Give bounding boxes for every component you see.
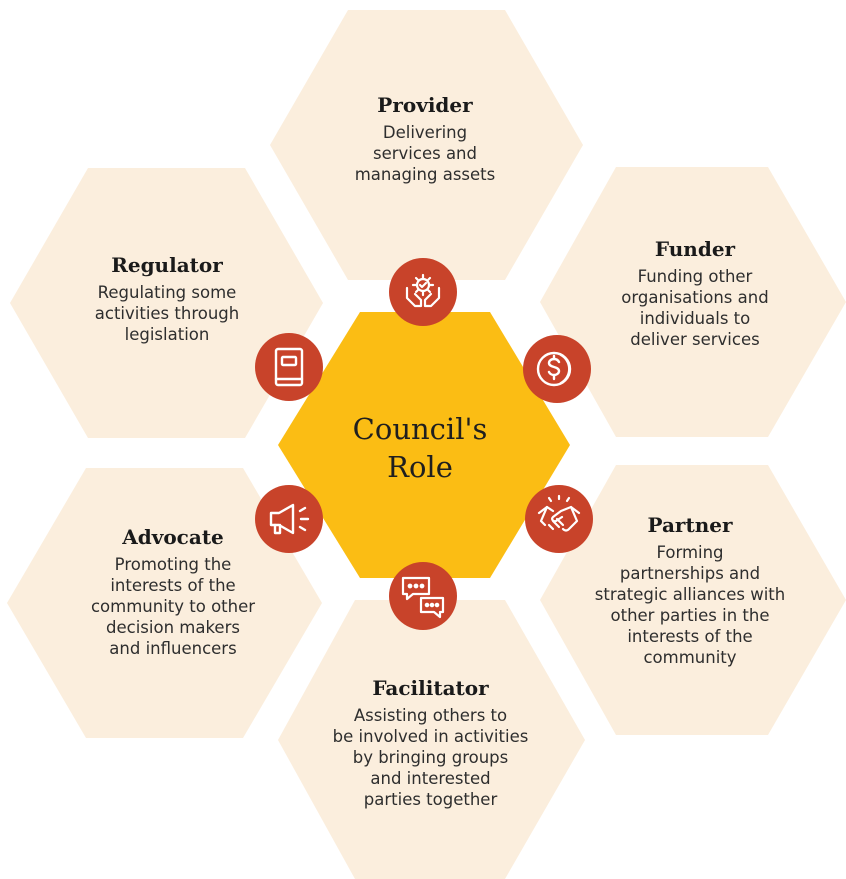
role-funder-title: Funder [654, 237, 736, 261]
role-partner-desc-6: community [643, 648, 737, 667]
role-regulator-title: Regulator [111, 253, 223, 277]
role-regulator-desc-1: Regulating some [97, 283, 237, 302]
role-provider-desc-1: Delivering [382, 123, 468, 142]
role-advocate-desc-4: decision makers [106, 618, 240, 637]
role-facilitator-desc-2: be involved in activities [332, 727, 529, 746]
role-partner-desc-5: interests of the [627, 627, 753, 646]
role-partner-title: Partner [647, 513, 733, 537]
role-regulator: Regulator Regulating some activities thr… [62, 252, 272, 345]
role-advocate-desc-1: Promoting the [114, 555, 232, 574]
hexagon-regulator [10, 168, 323, 438]
dollar-coin-icon [523, 335, 591, 403]
role-partner-desc-2: partnerships and [619, 564, 761, 583]
role-funder-desc-3: individuals to [639, 309, 751, 328]
role-regulator-desc-3: legislation [124, 325, 210, 344]
role-facilitator: Facilitator Assisting others to be invol… [318, 675, 543, 810]
handshake-icon [525, 485, 593, 553]
role-funder-desc-4: deliver services [630, 330, 760, 349]
role-partner-desc-4: other parties in the [610, 606, 770, 625]
hexagon-funder [540, 167, 846, 437]
center-title: Council's Role [330, 410, 510, 486]
center-title-line1: Council's [352, 412, 488, 446]
hexagon-facilitator [278, 600, 585, 879]
role-funder-desc-2: organisations and [621, 288, 769, 307]
role-provider-desc-3: managing assets [354, 165, 496, 184]
role-facilitator-title: Facilitator [372, 676, 489, 700]
role-provider-title: Provider [377, 93, 473, 117]
role-advocate-title: Advocate [122, 525, 224, 549]
hexagon-provider [270, 10, 583, 280]
role-advocate-desc-2: interests of the [110, 576, 236, 595]
role-partner: Partner Forming partnerships and strateg… [575, 512, 805, 668]
chat-bubbles-icon [389, 562, 457, 630]
hands-gear-icon [389, 258, 457, 326]
role-partner-desc-3: strategic alliances with [594, 585, 786, 604]
role-facilitator-desc-5: parties together [363, 790, 498, 809]
role-provider-desc-2: services and [373, 144, 477, 163]
book-icon [255, 333, 323, 401]
role-facilitator-desc-3: by bringing groups [352, 748, 509, 767]
role-partner-desc-1: Forming [656, 543, 724, 562]
hexagon-center [278, 312, 570, 578]
hexagon-advocate [7, 468, 322, 738]
role-advocate-desc-5: and influencers [109, 639, 237, 658]
hexagon-partner [540, 465, 846, 735]
role-funder-desc-1: Funding other [637, 267, 753, 286]
center-title-line2: Role [387, 450, 453, 484]
role-advocate-desc-3: community to other [90, 597, 256, 616]
role-advocate: Advocate Promoting the interests of the … [68, 524, 278, 659]
megaphone-icon [255, 485, 323, 553]
role-facilitator-desc-1: Assisting others to [353, 706, 508, 725]
role-facilitator-desc-4: and interested [370, 769, 491, 788]
role-regulator-desc-2: activities through [94, 304, 240, 323]
role-funder: Funder Funding other organisations and i… [590, 236, 800, 350]
role-provider: Provider Delivering services and managin… [320, 92, 530, 185]
